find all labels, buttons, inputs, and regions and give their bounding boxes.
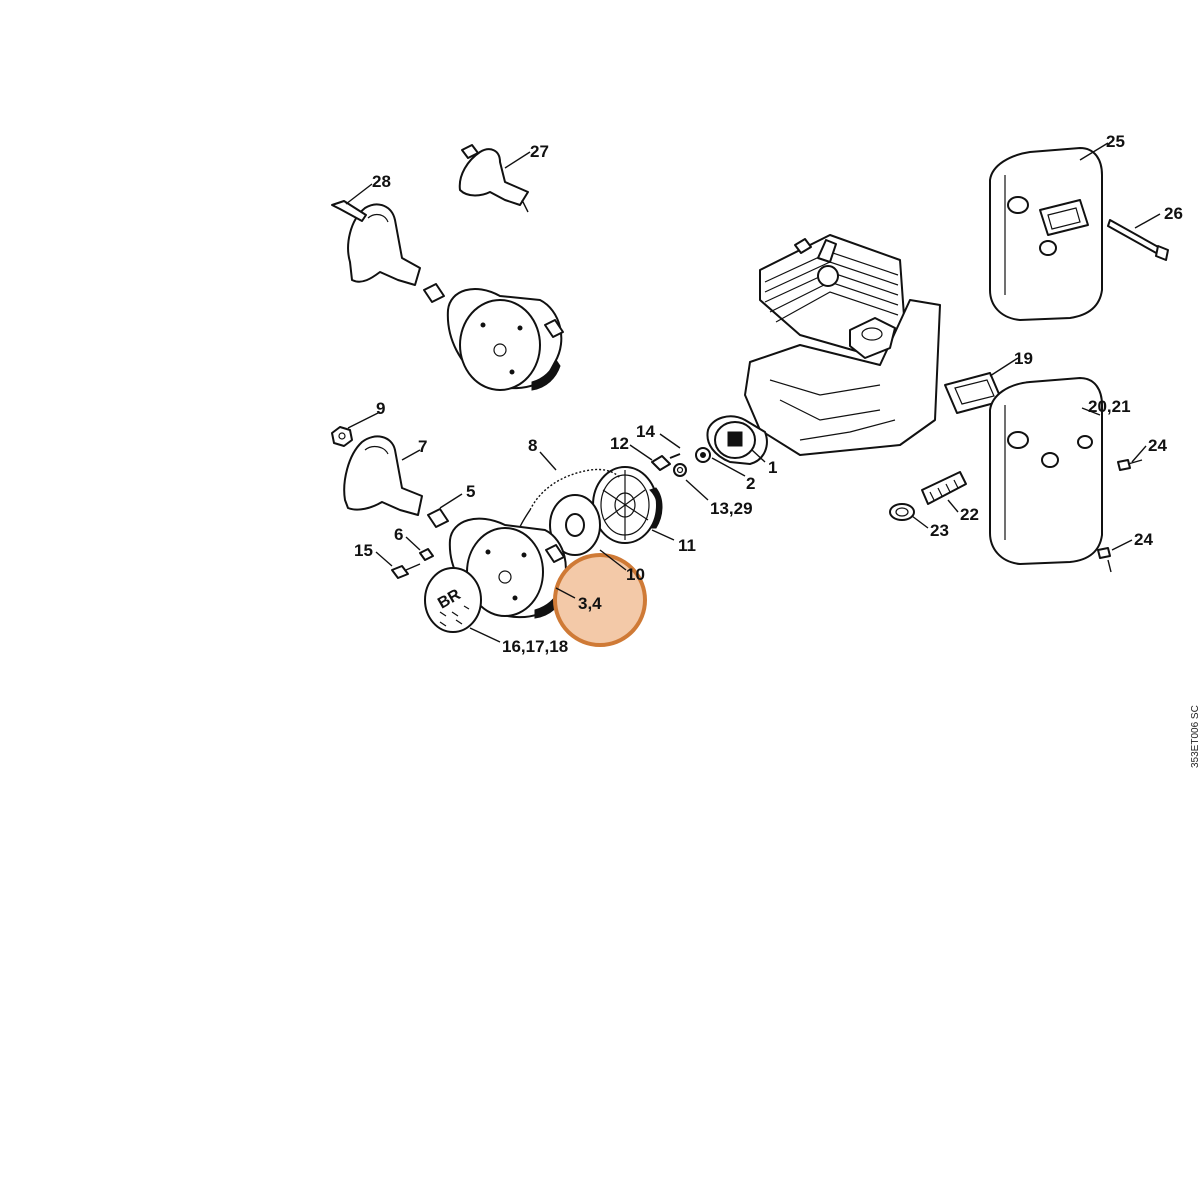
callout-3-4: 3,4 [578, 594, 602, 613]
leader-lines [345, 142, 1161, 643]
callout-25: 25 [1106, 132, 1125, 151]
callout-2: 2 [746, 474, 755, 493]
callout-24-upper: 24 [1148, 436, 1167, 455]
callout-19: 19 [1014, 349, 1033, 368]
item-10-spring-disc [549, 494, 601, 556]
screw-26 [1107, 219, 1169, 261]
callout-8: 8 [528, 436, 537, 455]
callout-5: 5 [466, 482, 475, 501]
gasket-19 [944, 372, 1003, 414]
muffler-25 [989, 147, 1103, 321]
callout-27: 27 [530, 142, 549, 161]
item-11-rope-rotor [592, 466, 663, 544]
callout-labels: 28 27 25 26 19 20,21 24 24 22 23 9 7 5 6… [354, 132, 1183, 656]
callout-11: 11 [678, 536, 696, 555]
callout-13-29: 13,29 [710, 499, 753, 518]
callout-14: 14 [636, 422, 655, 441]
drawing-code: 353ET006 SC [1190, 705, 1200, 768]
callout-16-17-18: 16,17,18 [502, 637, 568, 656]
callout-23: 23 [930, 521, 949, 540]
callout-22: 22 [960, 505, 979, 524]
screen-22 [921, 471, 967, 505]
small-hardware [651, 447, 711, 477]
callout-15: 15 [354, 541, 373, 560]
clip-23 [889, 503, 915, 521]
callout-highlight [553, 553, 647, 647]
callout-12: 12 [610, 434, 629, 453]
handle-27 [458, 144, 529, 213]
item-1-driver [706, 415, 768, 465]
callout-6: 6 [394, 525, 403, 544]
screw-24-lower [1097, 547, 1112, 573]
upper-starter-assembly [331, 200, 564, 391]
engine-cylinder [744, 234, 941, 456]
screw-24-upper [1117, 459, 1143, 471]
callout-7: 7 [418, 437, 427, 456]
muffler-20-21 [989, 377, 1103, 565]
callout-28: 28 [372, 172, 391, 191]
callout-9: 9 [376, 399, 385, 418]
callout-10: 10 [626, 565, 645, 584]
callout-1: 1 [768, 458, 777, 477]
callout-24-lower: 24 [1134, 530, 1153, 549]
callout-20-21: 20,21 [1088, 397, 1131, 416]
callout-26: 26 [1164, 204, 1183, 223]
lower-starter-assembly [331, 426, 567, 633]
